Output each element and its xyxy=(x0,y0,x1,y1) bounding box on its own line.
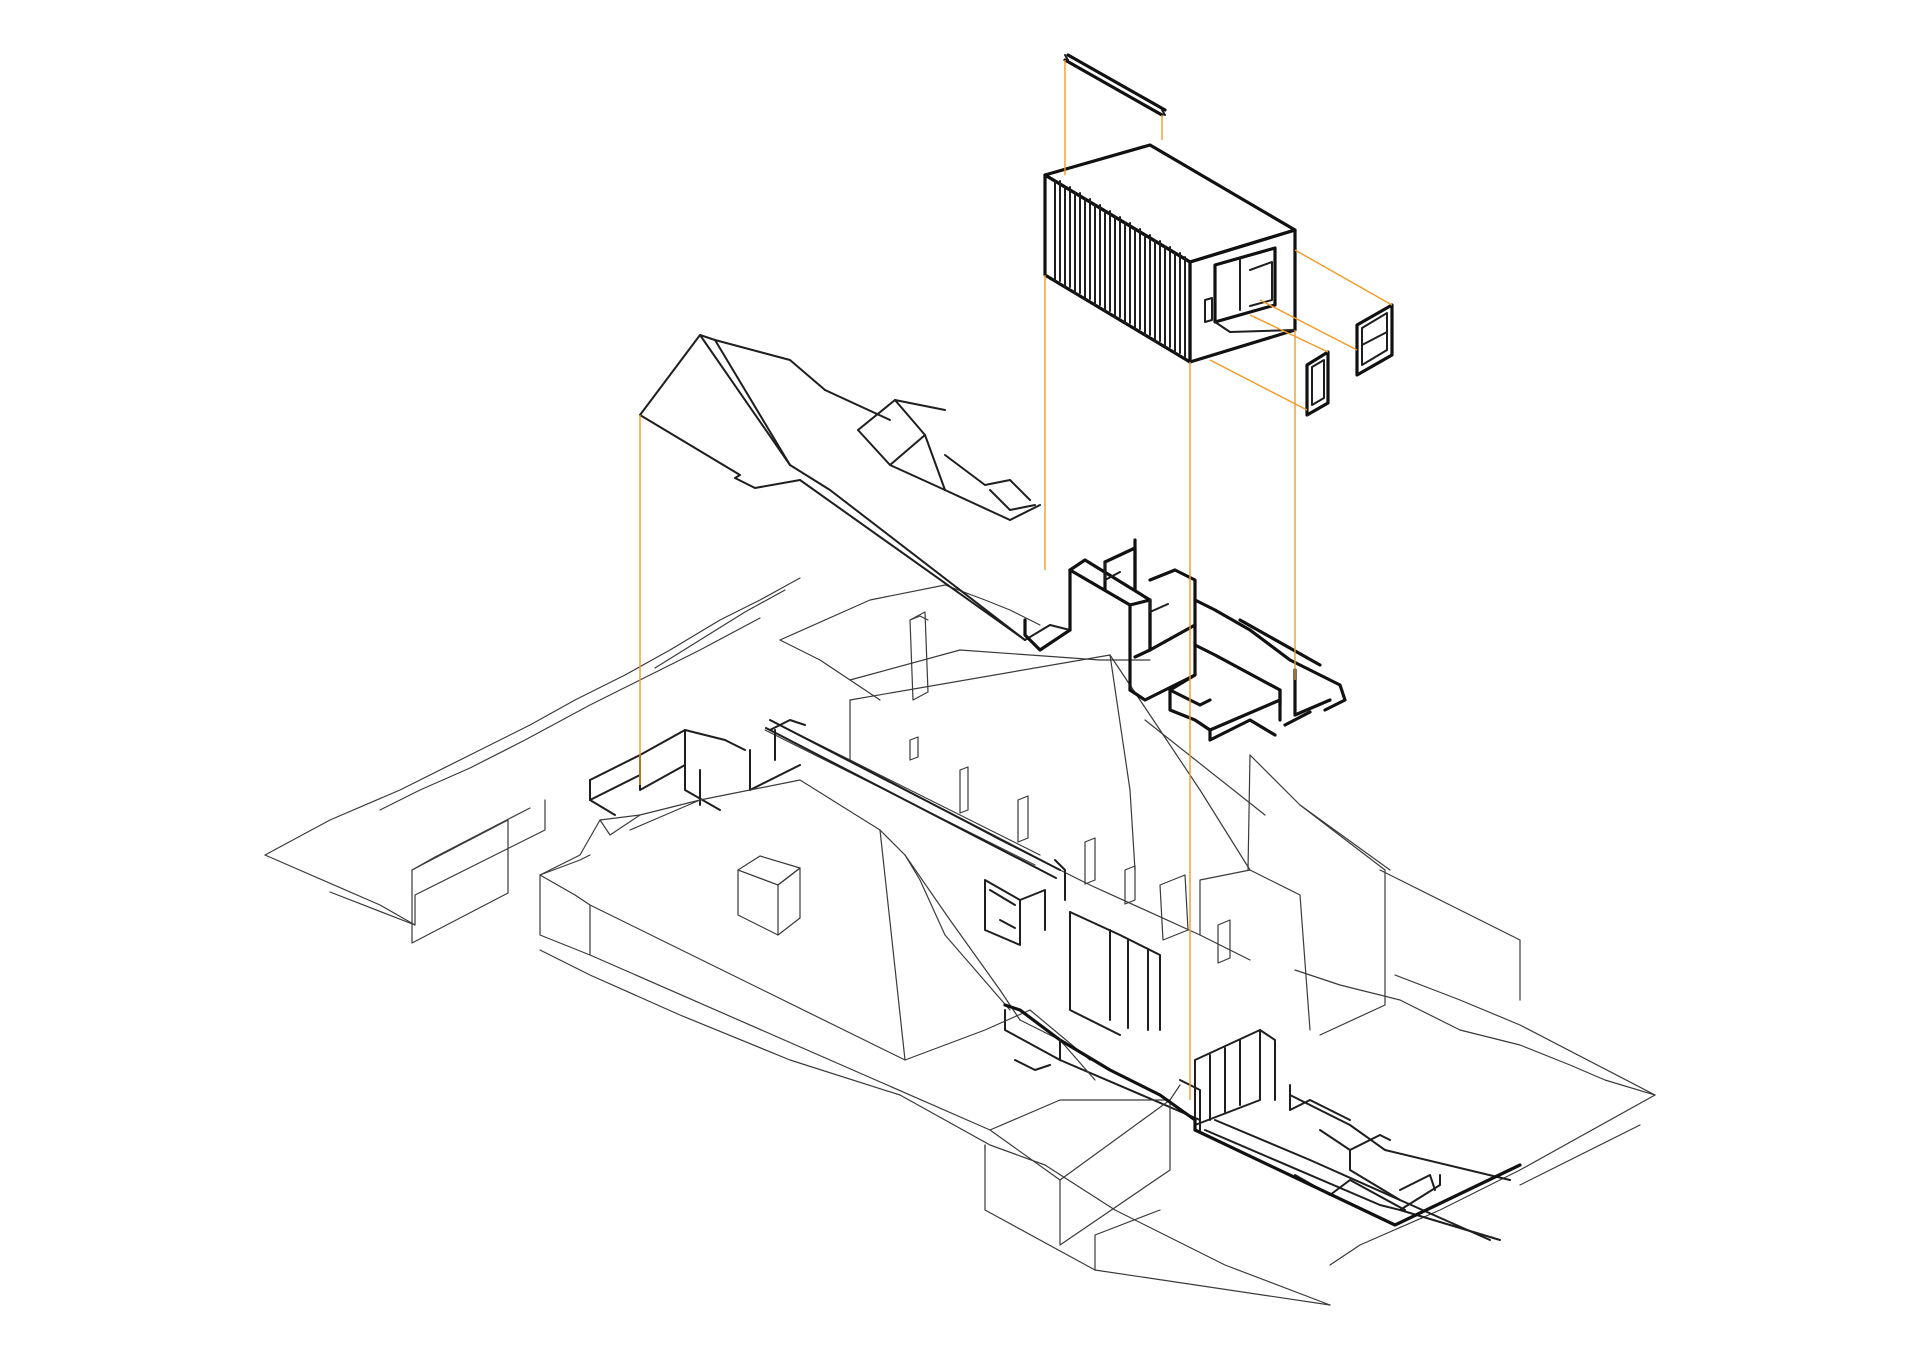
cladding-battens xyxy=(1054,180,1186,358)
terrain xyxy=(264,577,1656,1306)
roof-slab xyxy=(1063,53,1167,117)
door-panel xyxy=(1305,350,1330,417)
upper-roof-frame xyxy=(639,334,1347,742)
window-panel xyxy=(1355,303,1394,377)
timber-clad-volume xyxy=(1043,143,1297,364)
rear-extension xyxy=(589,719,1522,1241)
projection-guides xyxy=(639,60,1393,1100)
main-roof xyxy=(539,779,1197,1246)
